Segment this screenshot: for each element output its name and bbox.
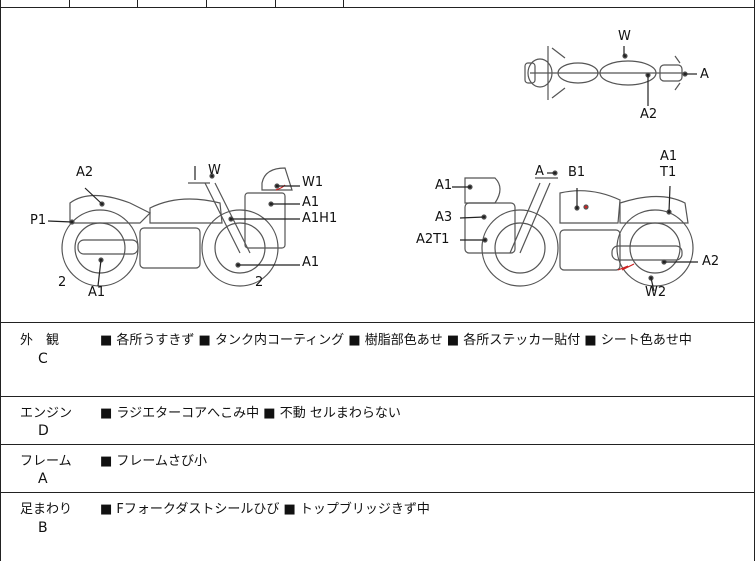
- section-suspension: 足まわり B ■ Fフォークダストシールひび ■ トップブリッジきず中: [0, 493, 755, 561]
- section-exterior: 外 観 C ■ 各所うすきず ■ タンク内コーティング ■ 樹脂部色あせ ■ 各…: [0, 323, 755, 397]
- section-items: ■ 各所うすきず ■ タンク内コーティング ■ 樹脂部色あせ ■ 各所ステッカー…: [100, 333, 692, 348]
- label-left-p1: P1: [30, 213, 47, 228]
- section-grade: C: [38, 351, 48, 367]
- label-left-num-rear: 2: [255, 275, 264, 290]
- label-right-a1: A1: [435, 178, 453, 193]
- section-grade: D: [38, 423, 49, 439]
- label-left-w1: W1: [302, 175, 324, 190]
- top-view-motorcycle: [524, 46, 697, 106]
- label-left-a2: A2: [76, 165, 94, 180]
- section-category: フレーム: [20, 454, 72, 469]
- section-items: ■ Fフォークダストシールひび ■ トップブリッジきず中: [100, 502, 430, 517]
- label-left-a1-front: A1: [88, 285, 106, 300]
- bike-damage-diagram: W A A2 W A2 P1 W1 A1 A1H1 A1 A1 2 2 A B1…: [0, 8, 755, 323]
- section-category: 足まわり: [20, 502, 73, 517]
- label-top-w: W: [618, 29, 631, 44]
- label-left-a1h1: A1H1: [302, 211, 338, 226]
- section-grade: B: [38, 520, 48, 536]
- label-right-a3: A3: [435, 210, 453, 225]
- left-view-motorcycle: [47, 166, 300, 287]
- label-right-a2t1: A2T1: [416, 232, 450, 247]
- label-left-num-front: 2: [58, 275, 67, 290]
- section-engine: エンジン D ■ ラジエターコアへこみ中 ■ 不動 セルまわらない: [0, 397, 755, 445]
- motorcycle-outlines: [47, 46, 698, 292]
- top-table-row: [0, 0, 755, 8]
- section-category: エンジン: [20, 406, 73, 421]
- label-right-a2: A2: [702, 254, 720, 269]
- right-view-motorcycle: [452, 170, 698, 292]
- section-grade: A: [38, 471, 48, 487]
- label-right-t1: T1: [660, 165, 677, 180]
- section-items: ■ ラジエターコアへこみ中 ■ 不動 セルまわらない: [100, 406, 401, 421]
- section-category: 外 観: [20, 333, 60, 348]
- label-left-a1-bottom: A1: [302, 255, 320, 270]
- label-right-w2: W2: [645, 285, 667, 300]
- label-right-a-mirror: A: [535, 164, 544, 179]
- section-frame: フレーム A ■ フレームさび小: [0, 445, 755, 493]
- label-left-w: W: [208, 163, 221, 178]
- label-right-a1-top: A1: [660, 149, 678, 164]
- section-items: ■ フレームさび小: [100, 454, 208, 469]
- label-left-a1-top: A1: [302, 195, 320, 210]
- label-top-a2: A2: [640, 107, 658, 122]
- label-right-b1: B1: [568, 165, 586, 180]
- label-top-a: A: [700, 67, 709, 82]
